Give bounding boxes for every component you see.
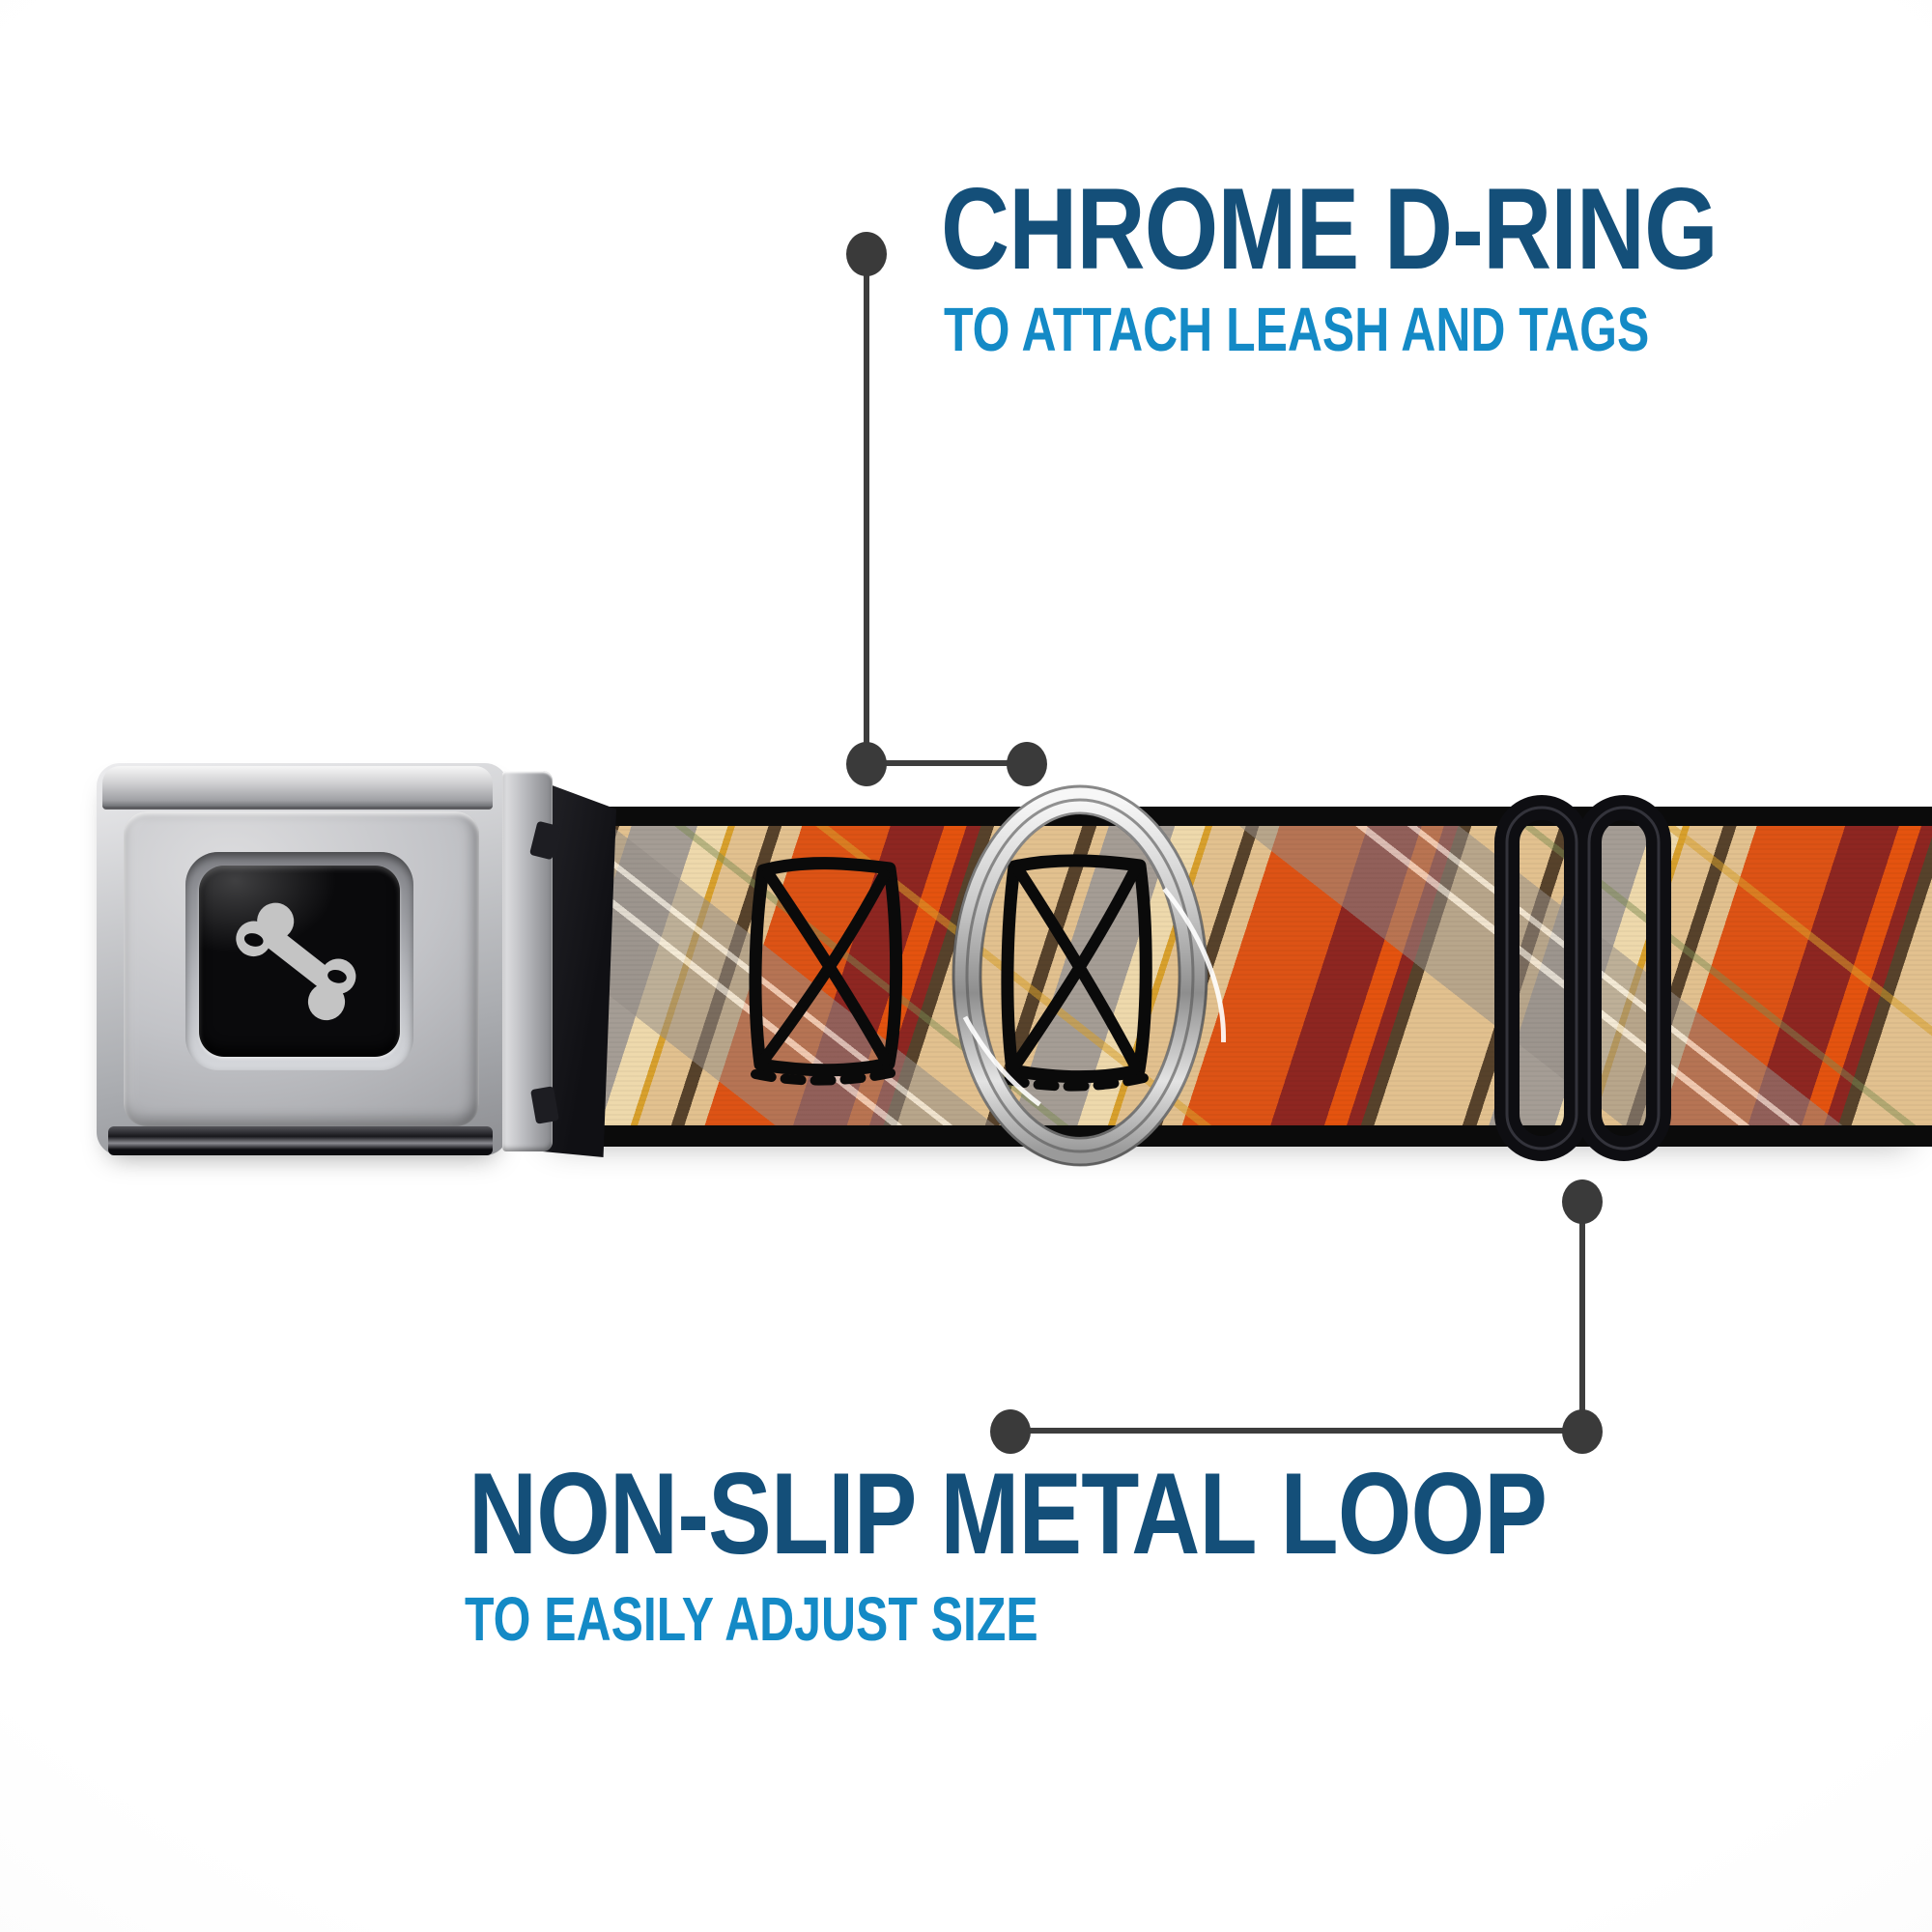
dog-bone-icon <box>236 902 356 1021</box>
callout-title-metal-loop: NON-SLIP METAL LOOP <box>469 1449 1548 1578</box>
buckle-logo-window <box>199 866 400 1057</box>
callout-dot <box>1562 1409 1603 1454</box>
buckle-bottom-edge <box>108 1126 493 1155</box>
callout-dot <box>1562 1179 1603 1224</box>
callout-title-d-ring: CHROME D-RING <box>941 164 1719 294</box>
callout-line-dring-vertical <box>864 253 869 765</box>
callout-subtitle-metal-loop: TO EASILY ADJUST SIZE <box>465 1584 1038 1654</box>
callout-line-loop-vertical <box>1579 1202 1585 1434</box>
callout-subtitle-d-ring: TO ATTACH LEASH AND TAGS <box>944 295 1650 364</box>
callout-line-dring-horizontal <box>867 760 1029 766</box>
callout-dot <box>846 742 887 786</box>
buckle-press-flap <box>102 766 493 810</box>
callout-dot <box>990 1409 1031 1454</box>
collar-webbing <box>526 807 1932 1147</box>
plaid-pattern <box>540 826 1932 1125</box>
callout-line-loop-horizontal <box>1010 1428 1582 1434</box>
callout-dot <box>846 232 887 276</box>
callout-dot <box>1007 742 1047 786</box>
